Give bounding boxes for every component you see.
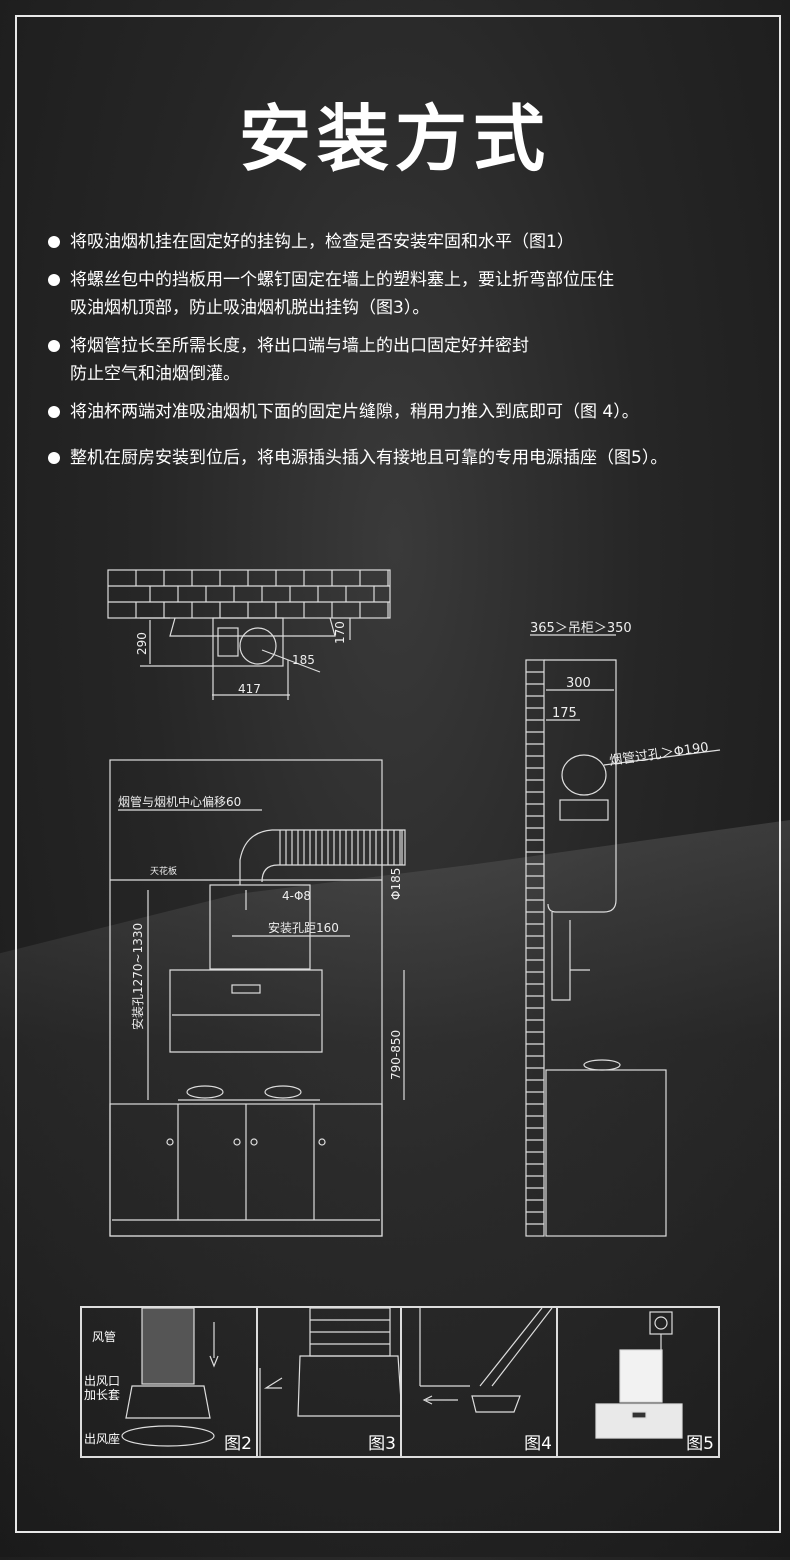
dim-300-label: 300 (566, 676, 591, 691)
figure-4-drawing (419, 1308, 553, 1413)
instruction-line: 吸油烟机顶部，防止吸油烟机脱出挂钩（图3）。 (70, 298, 430, 318)
instruction-line: 防止空气和油烟倒灌。 (70, 364, 240, 384)
figure-2-panel: 风管 出风口 加长套 出风座 图2 (82, 1308, 258, 1456)
bullet-dot-icon (48, 274, 60, 286)
cabinet-range-label: 365＞吊柜＞350 (530, 621, 632, 636)
ceiling-label: 天花板 (150, 865, 177, 877)
dim-170-label: 170 (333, 621, 347, 644)
instruction-line: 将螺丝包中的挡板用一个螺钉固定在墙上的塑料塞上，要让折弯部位压住 (70, 270, 614, 290)
instruction-item: 将油杯两端对准吸油烟机下面的固定片缝隙，稍用力推入到底即可（图 4）。 (48, 398, 778, 426)
hood-body (169, 969, 323, 1053)
instruction-item: 将螺丝包中的挡板用一个螺钉固定在墙上的塑料塞上，要让折弯部位压住 吸油烟机顶部，… (48, 266, 778, 322)
bullet-dot-icon (48, 406, 60, 418)
flex-duct (239, 829, 406, 885)
instruction-line: 整机在厨房安装到位后，将电源插头插入有接地且可靠的专用电源插座（图5）。 (70, 448, 668, 468)
instruction-item: 将烟管拉长至所需长度，将出口端与墙上的出口固定好并密封 防止空气和油烟倒灌。 (48, 332, 778, 388)
installation-diagram: 290 170 185 417 烟管与烟机中心偏移60 天花板 4-Φ8 安装孔… (107, 569, 721, 1237)
instruction-list: 将吸油烟机挂在固定好的挂钩上，检查是否安装牢固和水平（图1） 将螺丝包中的挡板用… (48, 228, 778, 482)
figure-4-panel: 图4 (402, 1308, 558, 1456)
dim-290-label: 290 (135, 632, 149, 655)
dim-185-label: 185 (292, 653, 315, 667)
figure-3-label: 图3 (368, 1434, 396, 1454)
outlet-base-label: 出风座 (84, 1432, 121, 1446)
figure-5-panel: 图5 (558, 1308, 718, 1456)
instruction-line: 将吸油烟机挂在固定好的挂钩上，检查是否安装牢固和水平（图1） (70, 232, 574, 252)
page-title: 安装方式 (238, 97, 551, 181)
instruction-line: 将烟管拉长至所需长度，将出口端与墙上的出口固定好并密封 (70, 336, 529, 356)
brick-wall-top-view (107, 569, 391, 619)
instruction-item: 整机在厨房安装到位后，将电源插头插入有接地且可靠的专用电源插座（图5）。 (48, 444, 778, 472)
page-frame (15, 15, 781, 1533)
duct-label: 风管 (92, 1330, 117, 1344)
figure-3-drawing (259, 1308, 402, 1456)
hood-height-label: 790-850 (389, 1030, 403, 1080)
dim-417-label: 417 (238, 682, 261, 696)
phi185-label: Φ185 (389, 868, 403, 900)
duct-circle (239, 627, 277, 665)
side-duct (561, 754, 607, 796)
step-figures: 风管 出风口 加长套 出风座 图2 图3 (80, 1306, 720, 1458)
instruction-line: 将油杯两端对准吸油烟机下面的固定片缝隙，稍用力推入到底即可（图 4）。 (70, 402, 639, 422)
figure-2-label: 图2 (224, 1434, 252, 1454)
hood-chimney (209, 884, 311, 970)
duct-hole-label: 烟管过孔＞Φ190 (608, 740, 709, 769)
outlet-sleeve-label: 出风口 加长套 (84, 1374, 121, 1402)
bullet-dot-icon (48, 340, 60, 352)
figure-5-drawing (595, 1311, 683, 1439)
dim-175-label: 175 (552, 706, 577, 721)
duct-box (212, 617, 284, 667)
figure-2-drawing (121, 1308, 219, 1447)
hole-label: 4-Φ8 (282, 889, 311, 903)
figure-4-label: 图4 (524, 1434, 552, 1454)
hole-distance-label: 安装孔距160 (268, 920, 339, 935)
side-cabinet (545, 1069, 667, 1237)
bullet-dot-icon (48, 236, 60, 248)
hood-top-outline (169, 617, 336, 637)
wall-cabinet (544, 659, 617, 913)
socket-icon (649, 1311, 673, 1335)
offset-label: 烟管与烟机中心偏移60 (118, 794, 241, 809)
instruction-item: 将吸油烟机挂在固定好的挂钩上，检查是否安装牢固和水平（图1） (48, 228, 778, 256)
figure-3-panel: 图3 (258, 1308, 402, 1456)
side-hood (551, 912, 571, 1001)
bullet-dot-icon (48, 452, 60, 464)
height-label: 安装孔1270~1330 (130, 923, 145, 1030)
figure-5-label: 图5 (686, 1434, 714, 1454)
